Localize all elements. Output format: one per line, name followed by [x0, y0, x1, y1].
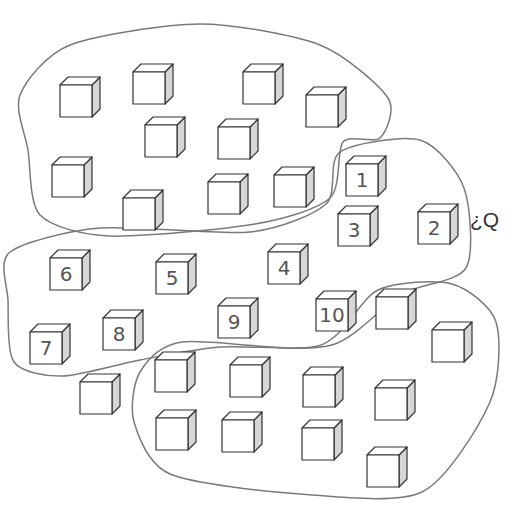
numbered-cube: 1	[345, 155, 387, 197]
group-loop	[4, 139, 471, 376]
cube-number: 5	[156, 262, 188, 294]
cube-shape	[156, 254, 196, 294]
plain-cube	[376, 289, 416, 329]
cube-number: 3	[338, 214, 370, 246]
plain-cube	[367, 447, 407, 487]
cube-shape	[338, 206, 378, 246]
cube-shape	[346, 156, 386, 196]
cube-number: 10	[316, 299, 348, 331]
cube-number: 9	[218, 306, 250, 338]
cube-number: 7	[30, 332, 62, 364]
plain-cube	[230, 357, 270, 397]
cube-shape	[50, 250, 90, 290]
plain-cube	[243, 64, 283, 104]
plain-cube	[80, 374, 120, 414]
group-loop	[18, 24, 391, 236]
plain-cube	[60, 77, 100, 117]
plain-cube	[302, 420, 342, 460]
numbered-cube: 2	[417, 203, 459, 245]
group-loop	[132, 282, 499, 499]
plain-cube	[222, 412, 262, 452]
numbered-cube: 8	[102, 309, 144, 351]
numbered-cube: 10	[315, 290, 357, 332]
numbered-cube: 7	[29, 323, 71, 365]
numbered-cube: 5	[155, 253, 197, 295]
cube-shape	[103, 310, 143, 350]
question-text: ¿Q	[470, 208, 499, 232]
numbered-cube: 3	[337, 205, 379, 247]
cube-number: 4	[268, 252, 300, 284]
cube-shape	[30, 324, 70, 364]
plain-cube	[123, 190, 163, 230]
cube-number: 2	[418, 212, 450, 244]
cube-shape	[418, 204, 458, 244]
plain-cube	[218, 119, 258, 159]
cube-number: 1	[346, 164, 378, 196]
plain-cubes	[52, 64, 472, 487]
plain-cube	[432, 322, 472, 362]
plain-cube	[303, 367, 343, 407]
cube-shape	[268, 244, 308, 284]
plain-cube	[274, 167, 314, 207]
cube-number: 6	[50, 258, 82, 290]
plain-cube	[145, 117, 185, 157]
cube-number: 8	[103, 318, 135, 350]
plain-cube	[156, 410, 196, 450]
plain-cube	[52, 157, 92, 197]
cube-shape	[218, 298, 258, 338]
plain-cube	[306, 87, 346, 127]
numbered-cube: 9	[217, 297, 259, 339]
plain-cube	[208, 174, 248, 214]
plain-cube	[133, 64, 173, 104]
numbered-cube: 4	[267, 243, 309, 285]
plain-cube	[375, 380, 415, 420]
numbered-cube: 6	[49, 249, 91, 291]
plain-cube	[155, 352, 195, 392]
cube-shape	[316, 291, 356, 331]
